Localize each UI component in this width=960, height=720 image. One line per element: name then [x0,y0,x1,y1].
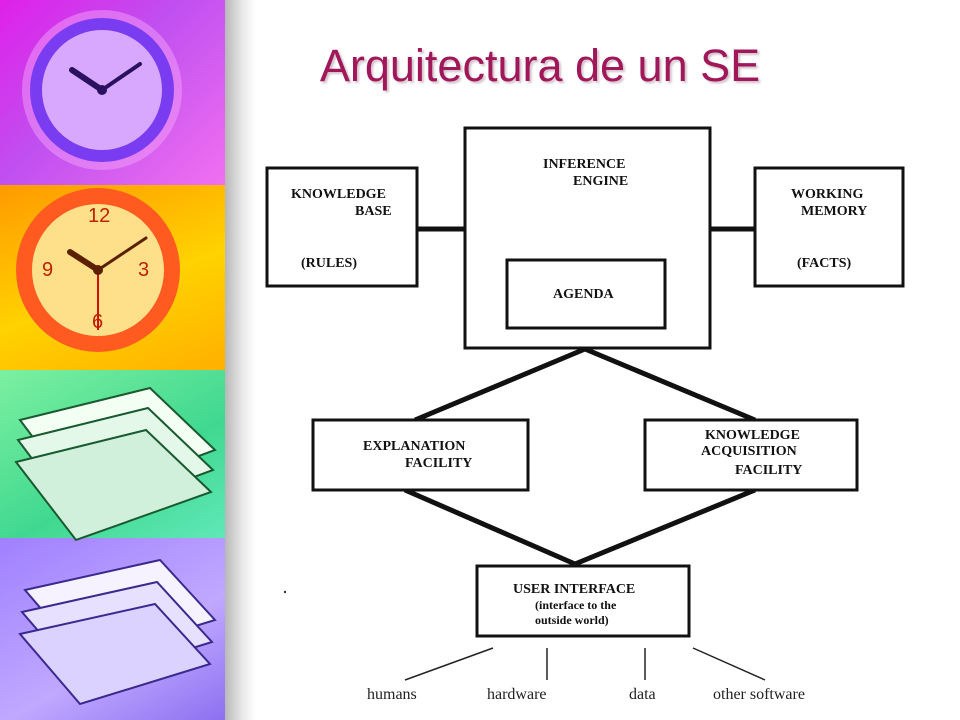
inference-engine-line1: INFERENCE [543,157,625,172]
explanation-facility-line2: FACILITY [405,456,472,471]
output-label-hardware: hardware [487,686,547,703]
svg-text:9: 9 [42,259,53,281]
expert-system-architecture-diagram: KNOWLEDGE BASE (RULES) INFERENCE ENGINE … [265,126,905,703]
papers-stack-icon [14,386,217,542]
knowledge-acquisition-line3: FACILITY [735,463,802,478]
knowledge-base-line1: KNOWLEDGE [291,187,386,202]
knowledge-base-line3: (RULES) [301,256,357,271]
knowledge-acquisition-line2: ACQUISITION [701,444,797,459]
knowledge-acquisition-line1: KNOWLEDGE [705,428,800,443]
clock-icon [22,10,182,170]
agenda-label: AGENDA [553,287,615,302]
decorative-side-strip: 12 3 6 9 [0,0,255,720]
working-memory-line3: (FACTS) [797,256,852,271]
alarm-clock-icon: 12 3 6 9 [16,188,180,352]
output-label-other-software: other software [713,686,805,703]
page-title: Arquitectura de un SE [319,40,761,91]
svg-text:6: 6 [92,311,103,333]
knowledge-acquisition-facility-box: KNOWLEDGE ACQUISITION FACILITY [643,418,859,492]
knowledge-base-line2: BASE [355,204,392,219]
svg-text:12: 12 [88,205,110,227]
inference-engine-line2: ENGINE [573,174,628,189]
working-memory-line2: MEMORY [801,204,867,219]
user-interface-line1: USER INTERFACE [513,582,635,597]
output-label-humans: humans [367,686,417,703]
side-illustrations: 12 3 6 9 [14,10,217,706]
stray-dot [283,590,287,594]
agenda-box: AGENDA [505,258,667,330]
output-lines [404,647,766,681]
svg-text:3: 3 [138,259,149,281]
side-shadow [225,0,255,720]
output-label-data: data [629,686,656,703]
user-interface-box: USER INTERFACE (interface to the outside… [475,564,691,638]
working-memory-line1: WORKING [791,187,863,202]
explanation-facility-line1: EXPLANATION [363,439,465,454]
user-interface-line3: outside world) [535,613,609,627]
folders-stack-icon [18,558,217,706]
user-interface-line2: (interface to the [535,598,617,612]
connectors [404,226,756,567]
explanation-facility-box: EXPLANATION FACILITY [311,418,530,492]
working-memory-box: WORKING MEMORY (FACTS) [753,166,905,288]
knowledge-base-box: KNOWLEDGE BASE (RULES) [265,166,419,288]
